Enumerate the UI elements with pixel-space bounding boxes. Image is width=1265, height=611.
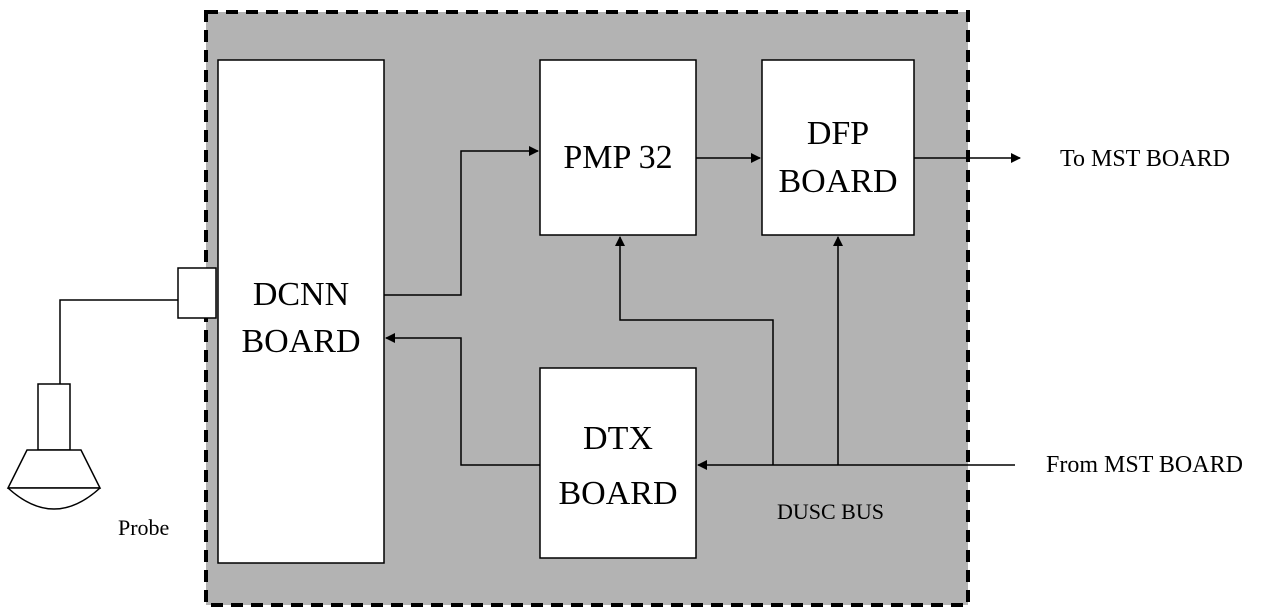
probe-label: Probe [118,515,169,540]
probe-cable [59,299,178,384]
pmp32-board-box [539,59,697,236]
dcnn-board-label-line2: BOARD [241,323,360,360]
from-mst-board-label: From MST BOARD [1046,452,1243,478]
probe-connector [177,267,217,319]
pmp32-board: PMP 32 [539,59,697,236]
dcnn-board: DCNN BOARD [217,59,385,564]
dtx-board: DTX BOARD [539,367,697,559]
dfp-board-box [761,59,915,236]
dtx-board-label-line1: DTX [583,420,653,457]
connector-dcnn-to-pmp32 [384,146,539,296]
dfp-board: DFP BOARD [761,59,915,236]
dusc-bus-label: DUSC BUS [777,499,884,524]
dcnn-board-label-line1: DCNN [253,276,349,313]
dtx-board-label-line2: BOARD [558,475,677,512]
to-mst-board-label: To MST BOARD [1060,146,1230,172]
dtx-board-box [539,367,697,559]
dfp-board-label-line1: DFP [807,115,869,152]
connector-dtx-to-dcnn [385,333,540,466]
pmp32-board-label: PMP 32 [563,139,672,176]
dfp-board-label-line2: BOARD [778,163,897,200]
probe-icon [6,383,102,510]
connector-bus-to-pmp32 [615,236,774,465]
dcnn-board-box [217,59,385,564]
